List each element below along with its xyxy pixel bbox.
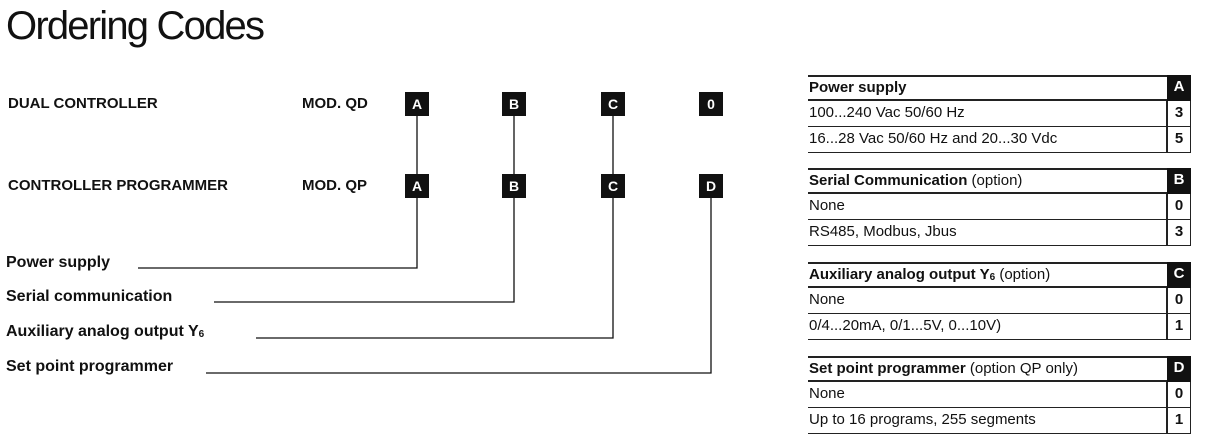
- table-header: Serial Communication (option) B: [808, 168, 1191, 194]
- label-serial-communication: Serial communication: [6, 288, 173, 306]
- option-text: Up to 16 programs, 255 segments: [809, 411, 1036, 428]
- option-text: None: [809, 291, 845, 308]
- option-text: RS485, Modbus, Jbus: [809, 223, 957, 240]
- option-code: 0: [1166, 382, 1191, 408]
- table-code-badge: D: [1167, 356, 1191, 382]
- label-auxiliary-output: Auxiliary analog output Y6: [6, 323, 205, 341]
- table-row: RS485, Modbus, Jbus 3: [808, 220, 1191, 246]
- page-title: Ordering Codes: [6, 4, 265, 48]
- option-text: 100...240 Vac 50/60 Hz: [809, 104, 965, 121]
- table-header: Auxiliary analog output Y6 (option) C: [808, 262, 1191, 288]
- table-option-note: (option QP only): [969, 360, 1078, 377]
- table-serial-communication: Serial Communication (option) B None 0 R…: [808, 168, 1191, 246]
- label-set-point-programmer: Set point programmer: [6, 358, 174, 376]
- option-text: None: [809, 385, 845, 402]
- table-power-supply: Power supply A 100...240 Vac 50/60 Hz 3 …: [808, 75, 1191, 153]
- connector-power-supply: [138, 198, 418, 269]
- code-box-qp-a: A: [405, 174, 429, 198]
- connector-serial-communication: [214, 198, 515, 303]
- table-code-badge: A: [1167, 75, 1191, 101]
- option-code: 3: [1166, 101, 1191, 127]
- connector-auxiliary-output: [256, 198, 614, 339]
- label-power-supply: Power supply: [6, 254, 111, 272]
- table-header: Set point programmer (option QP only) D: [808, 356, 1191, 382]
- connector-set-point-programmer: [206, 198, 712, 374]
- table-row: None 0: [808, 194, 1191, 220]
- option-text: 16...28 Vac 50/60 Hz and 20...30 Vdc: [809, 130, 1058, 147]
- table-row: 16...28 Vac 50/60 Hz and 20...30 Vdc 5: [808, 127, 1191, 153]
- table-title: Power supply: [809, 79, 907, 96]
- table-title: Serial Communication: [809, 172, 968, 189]
- table-title: Auxiliary analog output Y6: [809, 266, 996, 283]
- table-auxiliary-analog-output: Auxiliary analog output Y6 (option) C No…: [808, 262, 1191, 340]
- table-option-note: (option): [999, 266, 1051, 283]
- table-row: None 0: [808, 382, 1191, 408]
- table-header: Power supply A: [808, 75, 1191, 101]
- code-box-qd-c: C: [601, 92, 625, 116]
- code-box-qd-b: B: [502, 92, 526, 116]
- option-code: 5: [1166, 127, 1191, 153]
- model-code-qp: MOD. QP: [302, 177, 368, 194]
- code-box-qp-b: B: [502, 174, 526, 198]
- table-option-note: (option): [971, 172, 1023, 189]
- code-box-qp-c: C: [601, 174, 625, 198]
- table-code-badge: C: [1167, 262, 1191, 288]
- option-code: 3: [1166, 220, 1191, 246]
- table-set-point-programmer: Set point programmer (option QP only) D …: [808, 356, 1191, 434]
- table-row: 0/4...20mA, 0/1...5V, 0...10V) 1: [808, 314, 1191, 340]
- model-name-dual-controller: DUAL CONTROLLER: [8, 95, 158, 112]
- model-name-controller-programmer: CONTROLLER PROGRAMMER: [8, 177, 228, 194]
- code-box-qd-a: A: [405, 92, 429, 116]
- table-code-badge: B: [1167, 168, 1191, 194]
- option-code: 1: [1166, 408, 1191, 434]
- model-code-qd: MOD. QD: [302, 95, 368, 112]
- table-row: Up to 16 programs, 255 segments 1: [808, 408, 1191, 434]
- option-code: 0: [1166, 288, 1191, 314]
- option-code: 0: [1166, 194, 1191, 220]
- option-text: None: [809, 197, 845, 214]
- table-title: Set point programmer: [809, 360, 966, 377]
- table-row: 100...240 Vac 50/60 Hz 3: [808, 101, 1191, 127]
- table-row: None 0: [808, 288, 1191, 314]
- code-box-qp-d: D: [699, 174, 723, 198]
- option-text: 0/4...20mA, 0/1...5V, 0...10V): [809, 317, 1002, 334]
- code-box-qd-0: 0: [699, 92, 723, 116]
- option-code: 1: [1166, 314, 1191, 340]
